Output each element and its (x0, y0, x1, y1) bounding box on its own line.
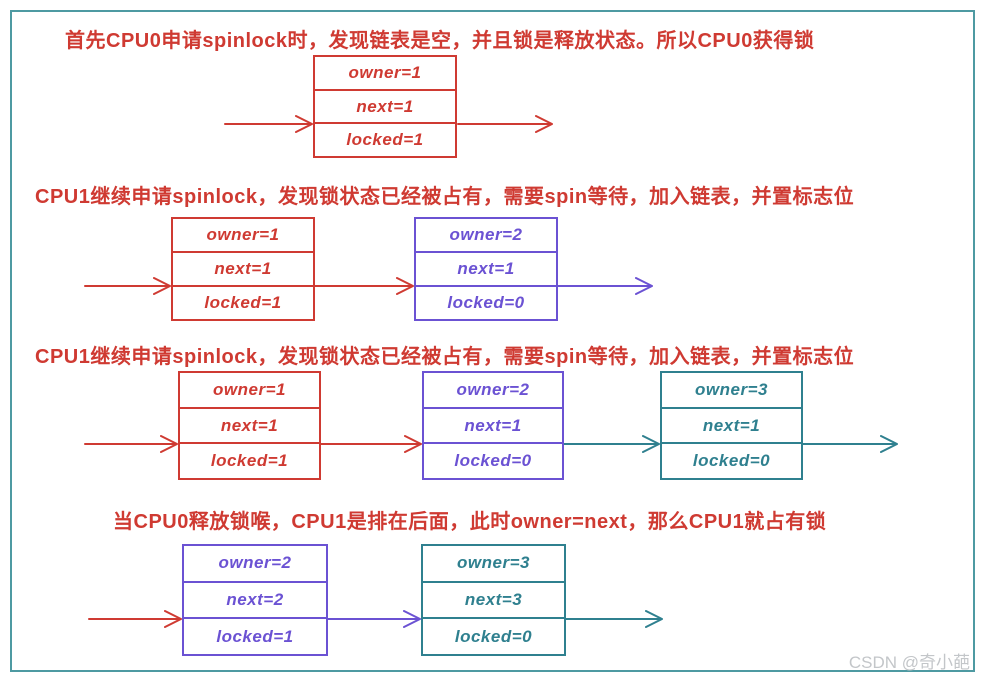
owner-field: owner=2 (184, 546, 326, 583)
owner-field: owner=1 (180, 373, 319, 409)
lock-box-row3-cpu2: owner=3 next=1 locked=0 (660, 371, 803, 480)
csdn-watermark: CSDN @奇小葩 (848, 653, 970, 672)
next-field: next=1 (180, 409, 319, 445)
locked-field: locked=0 (454, 626, 533, 646)
section2-heading: CPU1继续申请spinlock，发现锁状态已经被占有，需要spin等待，加入链… (35, 186, 855, 208)
next-field: next=2 (184, 583, 326, 620)
next-field: next=3 (423, 583, 564, 620)
owner-field: owner=3 (423, 546, 564, 583)
next-field: next=1 (424, 409, 562, 445)
next-field: next=1 (662, 409, 801, 445)
next-field: next=1 (173, 253, 313, 287)
lock-box-row3-cpu0: owner=1 next=1 locked=1 (178, 371, 321, 480)
owner-field: owner=1 (173, 219, 313, 253)
section3-heading: CPU1继续申请spinlock，发现锁状态已经被占有，需要spin等待，加入链… (35, 346, 855, 368)
section1-heading: 首先CPU0申请spinlock时，发现链表是空，并且锁是释放状态。所以CPU0… (65, 30, 815, 52)
lock-box-row3-cpu1: owner=2 next=1 locked=0 (422, 371, 564, 480)
section4-heading: 当CPU0释放锁喉，CPU1是排在后面，此时owner=next，那么CPU1就… (113, 511, 827, 533)
owner-field: owner=3 (662, 373, 801, 409)
locked-field: locked=1 (210, 451, 289, 471)
locked-field: locked=1 (204, 293, 282, 312)
lock-box-row2-cpu1: owner=2 next=1 locked=0 (414, 217, 558, 321)
next-field: next=1 (315, 91, 455, 125)
locked-field: locked=0 (692, 451, 771, 471)
owner-field: owner=2 (416, 219, 556, 253)
locked-field: locked=0 (447, 293, 525, 312)
locked-field: locked=1 (346, 130, 424, 150)
outer-border (10, 10, 975, 672)
owner-field: owner=2 (424, 373, 562, 409)
lock-box-row2-cpu0: owner=1 next=1 locked=1 (171, 217, 315, 321)
locked-field: locked=1 (216, 626, 294, 646)
lock-box-row4-cpu1: owner=2 next=2 locked=1 (182, 544, 328, 656)
locked-field: locked=0 (454, 451, 532, 471)
owner-field: owner=1 (315, 57, 455, 91)
next-field: next=1 (416, 253, 556, 287)
lock-box-row4-cpu2: owner=3 next=3 locked=0 (421, 544, 566, 656)
lock-box-cpu0: owner=1 next=1 locked=1 (313, 55, 457, 158)
